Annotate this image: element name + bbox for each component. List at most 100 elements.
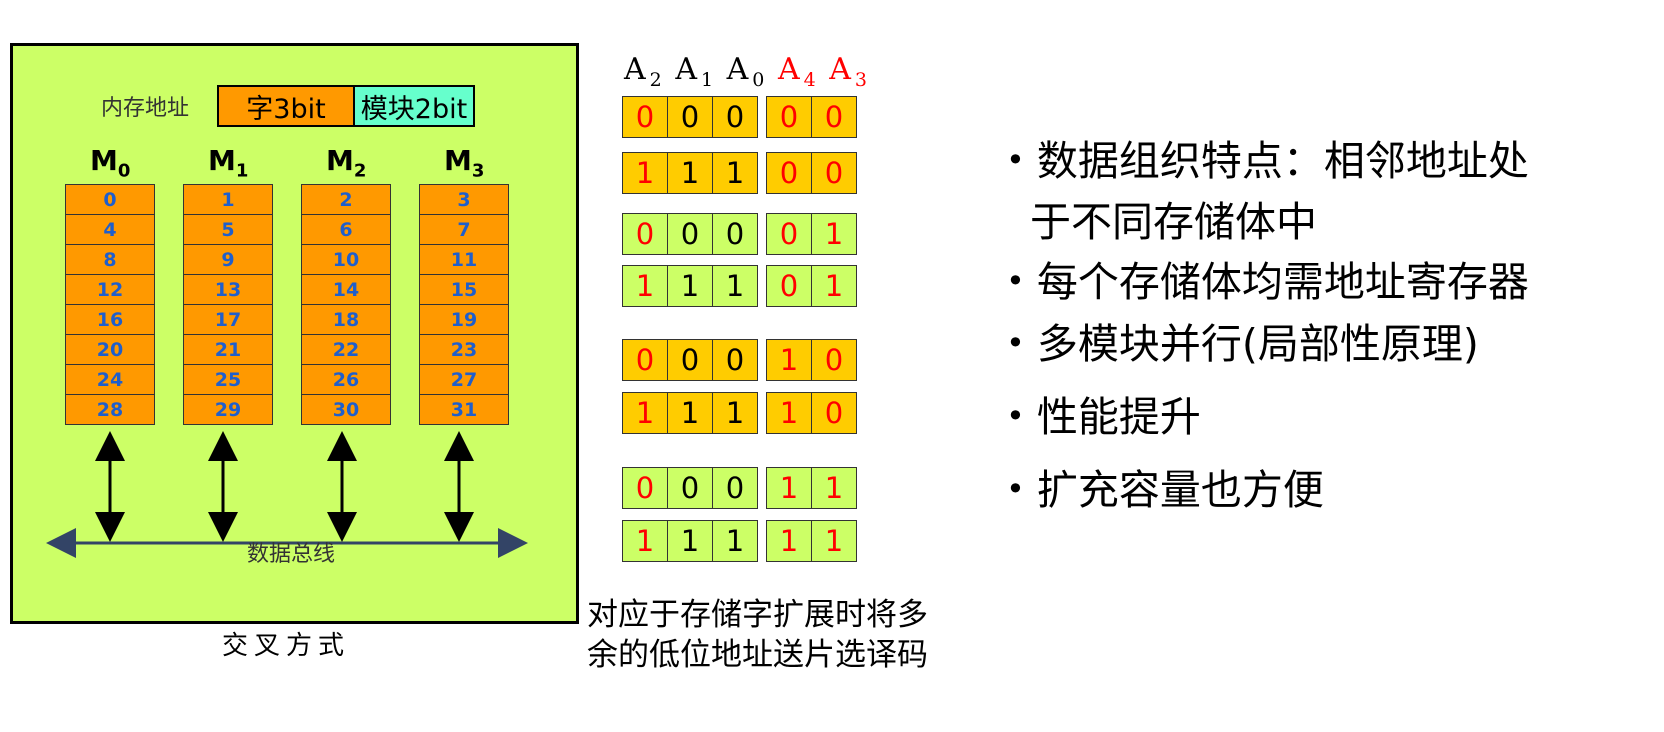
bank-cell: 10 xyxy=(301,244,391,275)
bank-cell: 30 xyxy=(301,394,391,425)
bullet-dot-icon: • xyxy=(1006,324,1025,362)
bit-cell: 1 xyxy=(811,213,857,255)
bullet-dot-icon: • xyxy=(1006,470,1025,508)
bit-cell: 1 xyxy=(766,392,812,434)
bit-cell: 1 xyxy=(712,392,758,434)
bit-cell: 0 xyxy=(622,339,668,381)
bit-cell: 1 xyxy=(811,467,857,509)
bit-cell: 1 xyxy=(712,265,758,307)
bit-cell: 0 xyxy=(811,392,857,434)
bank-cell: 28 xyxy=(65,394,155,425)
bullet-capacity: •扩充容量也方便 xyxy=(1006,466,1324,514)
bank-cell: 0 xyxy=(65,184,155,215)
module-title-m2: M2 xyxy=(326,144,367,182)
bank-cell: 29 xyxy=(183,394,273,425)
bit-cell: 1 xyxy=(622,152,668,194)
memory-interleave-panel: 内存地址 字3bit 模块2bit M0 M1 M2 M3 0 4 8 12 1… xyxy=(10,43,579,624)
bit-cell: 0 xyxy=(667,467,713,509)
bit-cell: 0 xyxy=(667,213,713,255)
memory-bank-m3: 3 7 11 15 19 23 27 31 xyxy=(419,184,509,425)
bit-cell: 1 xyxy=(766,467,812,509)
bit-cell: 0 xyxy=(622,213,668,255)
bit-cell: 0 xyxy=(811,152,857,194)
data-bus-diagram xyxy=(46,431,528,558)
caption-line-2: 余的低位地址送片选译码 xyxy=(587,637,928,673)
bullet-dot-icon: • xyxy=(1006,141,1025,179)
bank-cell: 19 xyxy=(419,304,509,335)
bit-cell: 0 xyxy=(712,339,758,381)
bit-cell: 0 xyxy=(712,96,758,138)
memory-bank-m1: 1 5 9 13 17 21 25 29 xyxy=(183,184,273,425)
caption-line-1: 对应于存储字扩展时将多 xyxy=(587,597,928,633)
bank-cell: 12 xyxy=(65,274,155,305)
bit-cell: 1 xyxy=(667,520,713,562)
bit-cell: 0 xyxy=(811,96,857,138)
bullet-dot-icon: • xyxy=(1006,397,1025,435)
bullet-data-organization: •数据组织特点：相邻地址处 xyxy=(1006,137,1529,185)
bit-cell: 1 xyxy=(766,339,812,381)
bank-cell: 26 xyxy=(301,364,391,395)
chip-select-caption: 对应于存储字扩展时将多 余的低位地址送片选译码 xyxy=(587,595,928,675)
bullet-address-register: •每个存储体均需地址寄存器 xyxy=(1006,258,1529,306)
bullet-performance: •性能提升 xyxy=(1006,393,1201,441)
bit-cell: 0 xyxy=(622,96,668,138)
bit-cell: 0 xyxy=(766,96,812,138)
bank-cell: 5 xyxy=(183,214,273,245)
bank-cell: 18 xyxy=(301,304,391,335)
bit-cell: 1 xyxy=(667,152,713,194)
bit-cell: 1 xyxy=(712,520,758,562)
bit-cell: 0 xyxy=(766,265,812,307)
bank-cell: 31 xyxy=(419,394,509,425)
module-title-m1: M1 xyxy=(208,144,249,182)
bank-cell: 2 xyxy=(301,184,391,215)
bit-cell: 1 xyxy=(667,392,713,434)
bit-cell: 0 xyxy=(811,339,857,381)
module-title-m0: M0 xyxy=(90,144,131,182)
word-field-box: 字3bit xyxy=(217,85,355,127)
bank-cell: 14 xyxy=(301,274,391,305)
bank-cell: 4 xyxy=(65,214,155,245)
bank-cell: 25 xyxy=(183,364,273,395)
memory-address-label: 内存地址 xyxy=(101,96,190,121)
bullet-continuation: 于不同存储体中 xyxy=(1030,198,1317,246)
bit-cell: 1 xyxy=(712,152,758,194)
bank-cell: 11 xyxy=(419,244,509,275)
bit-cell: 0 xyxy=(766,213,812,255)
bullet-dot-icon: • xyxy=(1006,262,1025,300)
bit-cell: 0 xyxy=(667,339,713,381)
bullet-parallel-modules: •多模块并行(局部性原理) xyxy=(1006,320,1479,368)
bit-cell: 1 xyxy=(622,392,668,434)
bit-cell: 0 xyxy=(667,96,713,138)
bit-cell: 0 xyxy=(766,152,812,194)
bit-cell: 1 xyxy=(811,265,857,307)
bit-cell: 0 xyxy=(622,467,668,509)
bank-cell: 21 xyxy=(183,334,273,365)
bit-cell: 1 xyxy=(622,265,668,307)
module-title-m3: M3 xyxy=(444,144,485,182)
bit-cell: 0 xyxy=(712,213,758,255)
bank-cell: 27 xyxy=(419,364,509,395)
bit-cell: 1 xyxy=(667,265,713,307)
bit-cell: 1 xyxy=(766,520,812,562)
bit-cell: 1 xyxy=(622,520,668,562)
data-bus-label: 数据总线 xyxy=(247,542,336,567)
memory-bank-m2: 2 6 10 14 18 22 26 30 xyxy=(301,184,391,425)
interleave-caption: 交叉方式 xyxy=(222,631,351,661)
bank-cell: 24 xyxy=(65,364,155,395)
bit-cell: 1 xyxy=(811,520,857,562)
bit-cell: 0 xyxy=(712,467,758,509)
memory-bank-m0: 0 4 8 12 16 20 24 28 xyxy=(65,184,155,425)
